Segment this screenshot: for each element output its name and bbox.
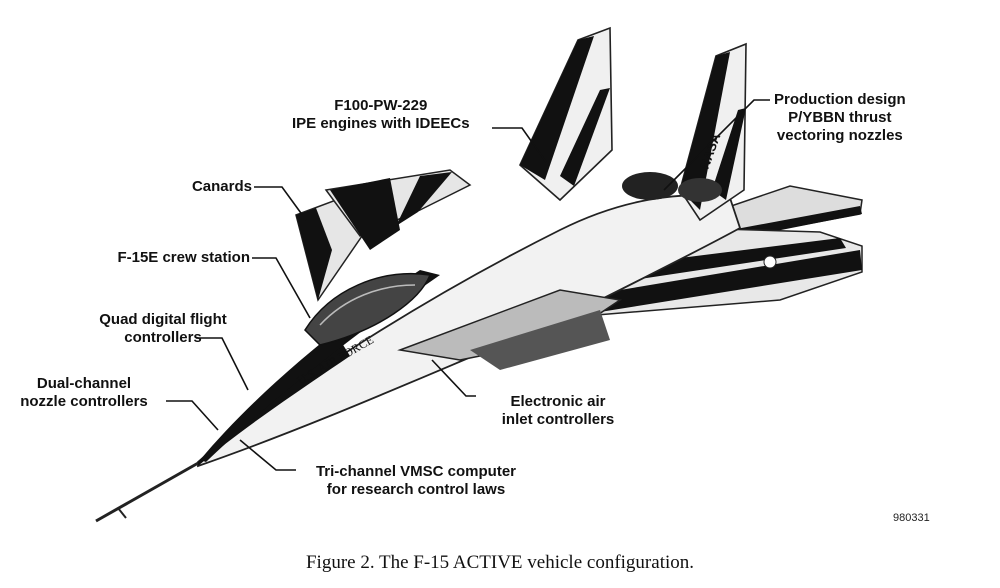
left-tail-stripe-2 [560,88,610,186]
leader-canards [254,186,307,221]
right-tail-stripe-1 [680,52,730,210]
label-quad-controllers: Quad digital flight controllers [99,311,227,346]
figure-caption: Figure 2. The F-15 ACTIVE vehicle config… [305,552,694,573]
canopy [304,273,432,346]
leader-nozzles [663,99,770,191]
label-engines: F100-PW-229 IPE engines with IDEECs [292,97,470,132]
label-crew-station: F-15E crew station [117,249,250,266]
label-canards: Canards [191,178,252,195]
engine-nozzle-right [678,178,722,202]
wing-stripe-1 [560,250,862,312]
nose-probe [95,460,201,523]
label-inlet-controllers: Electronic air inlet controllers [501,393,615,428]
engine-nozzle-left [622,172,678,200]
canard-stripe [296,208,332,300]
label-dual-controllers: Dual-channel nozzle controllers [20,375,148,410]
leader-inlet [431,359,476,397]
right-tail-stripe-2 [712,108,746,200]
forward-surface-stripe-1 [330,178,400,250]
figure-code: 980331 [893,512,930,524]
leader-lines [166,99,770,471]
leader-vmsc [239,439,296,471]
label-vmsc-computer: Tri-channel VMSC computer for research c… [315,463,517,498]
label-nozzles: Production design P/YBBN thrust vectorin… [774,91,906,144]
forward-surface-stripe-2 [396,172,452,226]
probe-vane [117,507,127,519]
lower-fuselage [470,310,610,370]
left-tail-stripe-1 [520,36,594,180]
leader-engines [492,127,547,163]
leader-dual [166,400,219,431]
leader-crew [252,257,311,319]
wing-stripe-2 [600,238,846,282]
wing-star-marking [763,255,777,269]
nose-stripe [198,340,350,466]
canopy-frame [319,284,416,326]
leader-quad [196,337,249,391]
